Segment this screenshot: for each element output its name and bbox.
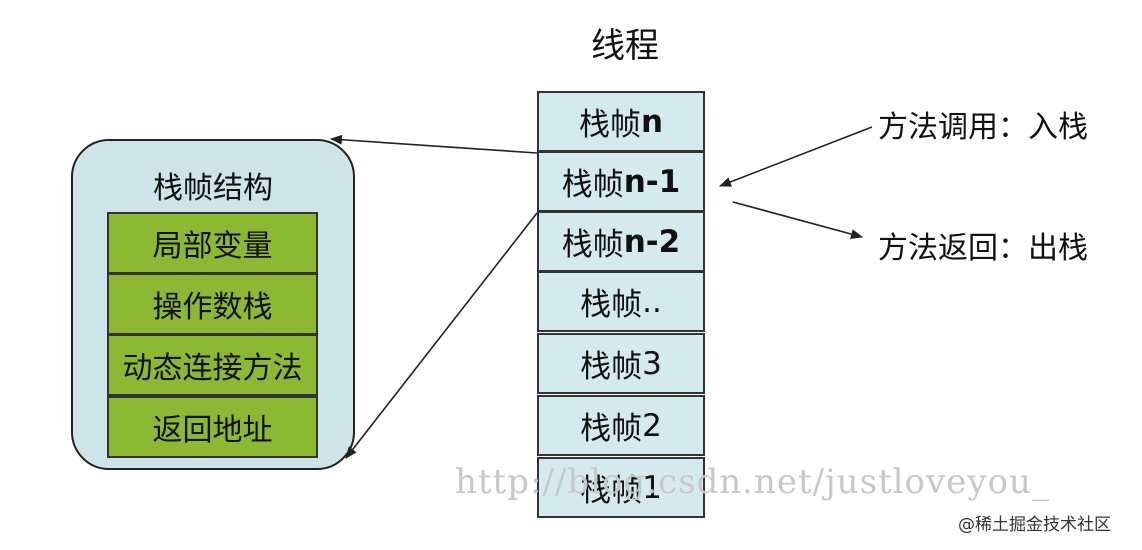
structure-item-local-variables: 局部变量 — [107, 212, 318, 274]
structure-item-dynamic-linking: 动态连接方法 — [107, 334, 318, 396]
arrow-method-return — [732, 201, 863, 239]
structure-item-label: 动态连接方法 — [122, 351, 303, 386]
method-call-label: 方法调用：入栈 — [878, 110, 1088, 145]
arrow-method-call — [719, 126, 873, 187]
structure-item-label: 操作数栈 — [152, 290, 273, 325]
arrow-frame-to-structure-bottom — [345, 212, 538, 459]
watermark-url: http://blog.csdn.net/justloveyou_ — [455, 462, 1050, 502]
stack-frame-ellipsis: 栈帧.. — [537, 271, 705, 332]
diagram-title: 线程 — [591, 26, 659, 66]
structure-item-operand-stack: 操作数栈 — [107, 273, 318, 335]
credit-label: @稀土掘金技术社区 — [958, 515, 1111, 535]
method-return-label: 方法返回：出栈 — [878, 231, 1088, 266]
structure-item-label: 局部变量 — [152, 229, 273, 264]
arrow-frame-to-structure-top — [330, 134, 538, 154]
structure-title: 栈帧结构 — [153, 171, 273, 206]
structure-item-return-address: 返回地址 — [107, 396, 318, 458]
structure-item-label: 返回地址 — [152, 413, 273, 448]
